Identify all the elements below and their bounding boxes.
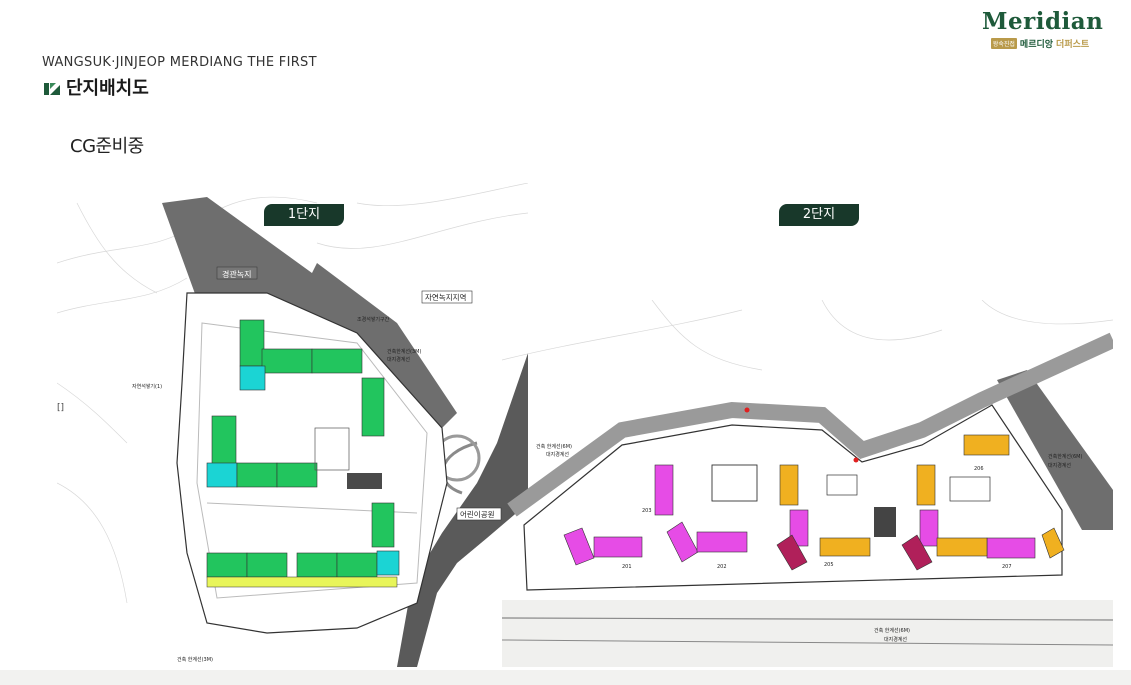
label-green-buffer: 경관녹지 [222,269,251,279]
project-subtitle: WANGSUK·JINJEOP MERDIANG THE FIRST [42,55,317,70]
label-site-line-right: 대지경계선 [1048,462,1071,469]
side-marker: [] [57,403,65,413]
logo-brand: 메르디앙 [1019,40,1054,50]
label-line-6m-right: 건축한계선(6M) [1048,453,1082,460]
logo-badge: 왕숙진접 [990,38,1017,49]
tab-complex-2[interactable]: 2단지 [779,204,859,226]
logo-wordmark: Meridian [982,8,1104,35]
brand-logo[interactable]: Meridian 왕숙진접 메르디앙 더퍼스트 [982,8,1104,50]
label-line-6m-left: 건축 한계선(6M) [536,443,572,450]
label-play-area: 어린이공원 [460,509,495,519]
tab-complex-1[interactable]: 1단지 [264,204,344,226]
label-building-206: 206 [974,466,984,472]
label-line-3m-bottom: 건축 한계선(3M) [177,656,213,663]
label-building-205: 205 [824,562,834,568]
cg-pending-notice: CG준비중 [70,136,144,157]
label-building-207: 207 [1002,564,1012,570]
bottom-strip [0,670,1131,685]
label-building-201: 201 [622,564,632,570]
label-site-line: 대지경계선 [387,356,410,363]
label-nature-zone: 자연녹지지역 [425,292,466,302]
page-title: 단지배치도 [44,74,149,100]
label-building-202: 202 [717,564,727,570]
label-line-3m: 건축한계선(3M) [387,348,421,355]
site-plan-2-drawing: 201 202 203 205 206 207 건축 한계선(6M) 대지경계선… [501,299,1117,667]
page-title-text: 단지배치도 [66,78,149,99]
site-plan-complex-1[interactable]: 경관녹지 자연녹지지역 어린이공원 조경석쌓기구간 건축한계선(3M) 대지경계… [56,182,529,667]
logo-brand-suffix: 더퍼스트 [1056,40,1090,50]
label-building-203: 203 [642,508,652,514]
site-plan-complex-2[interactable]: 201 202 203 205 206 207 건축 한계선(6M) 대지경계선… [501,299,1117,667]
label-retaining: 자연석쌓기(1) [132,383,162,390]
site-plan-1-drawing: 경관녹지 자연녹지지역 어린이공원 조경석쌓기구간 건축한계선(3M) 대지경계… [56,182,529,667]
label-site-line-left: 대지경계선 [546,451,569,458]
logo-subline: 왕숙진접 메르디앙 더퍼스트 [982,37,1098,50]
label-landscape: 조경석쌓기구간 [357,316,390,323]
label-line-6m-bottom: 건축 한계선(6M) [874,627,910,634]
label-site-line-bottom: 대지경계선 [884,636,907,643]
title-mark-icon [44,79,60,95]
